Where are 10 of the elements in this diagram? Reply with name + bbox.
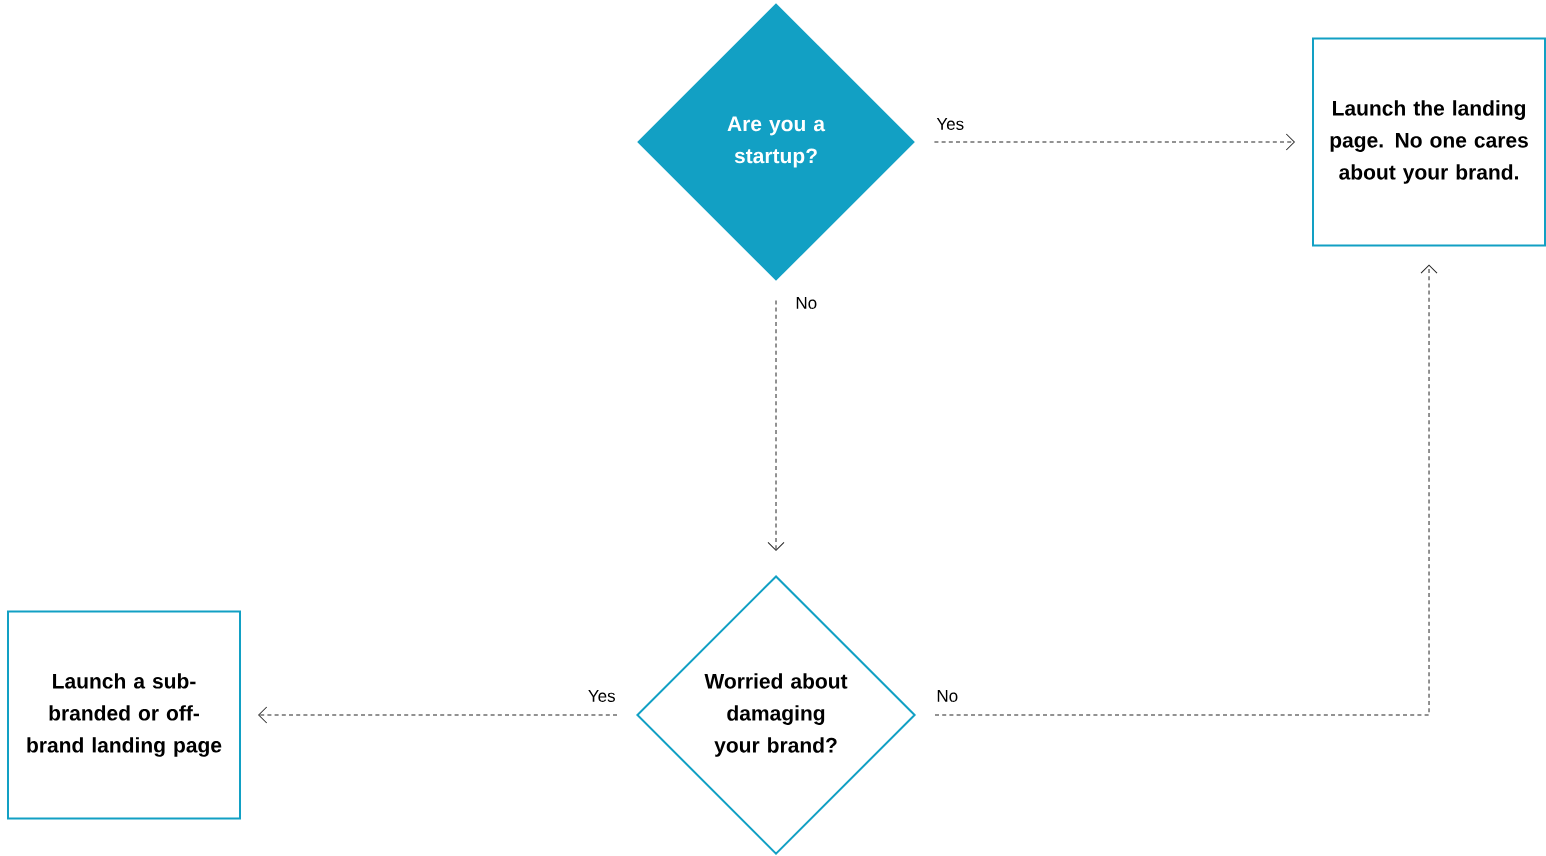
- arrow: [933, 133, 1295, 151]
- edge-label: Yes: [585, 688, 618, 704]
- edge-label: Yes: [934, 116, 967, 132]
- process-box: Launch a sub-branded or off-brand landing page: [7, 610, 241, 820]
- edge-label: No: [793, 295, 820, 311]
- process-box: Launch the landing page. No one cares about your brand.: [1312, 37, 1546, 247]
- arrow: [767, 299, 785, 551]
- arrow: [258, 706, 618, 724]
- arrow: [934, 264, 1438, 716]
- edge-label: No: [934, 688, 961, 704]
